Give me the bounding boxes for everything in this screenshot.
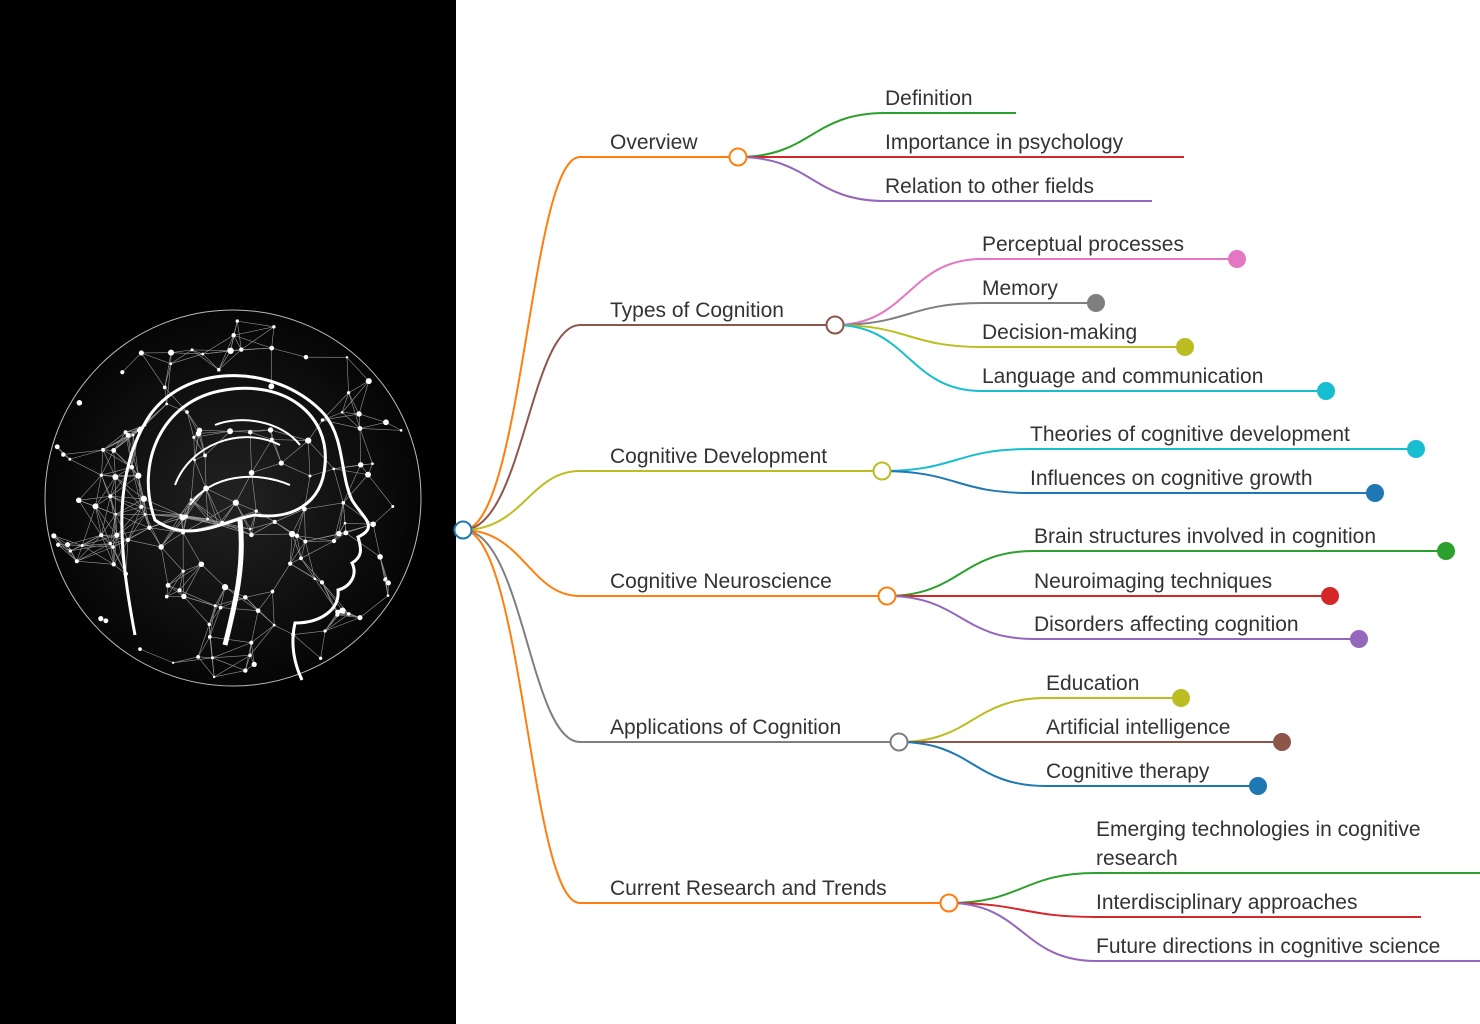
branch-link-0 — [462, 156, 738, 531]
child-label-2-0: Theories of cognitive development — [1030, 423, 1350, 446]
branch-link-1 — [462, 324, 835, 531]
child-label-5-0: Emerging technologies in cognitive — [1096, 818, 1421, 841]
child-label-0-0: Definition — [885, 87, 973, 110]
branch-toggle-0[interactable] — [728, 147, 748, 167]
child-label-1-0: Perceptual processes — [982, 233, 1184, 256]
child-label-1-2: Decision-making — [982, 321, 1137, 344]
child-link-5-0 — [948, 872, 1480, 904]
branch-link-3 — [462, 529, 887, 597]
child-link-1-2 — [834, 324, 1185, 348]
mindmap-links — [462, 112, 1480, 962]
child-link-4-0 — [898, 697, 1181, 743]
branch-label-0: Overview — [610, 131, 698, 154]
child-link-5-1 — [948, 902, 1421, 918]
image-panel — [0, 0, 456, 1024]
child-dot-2-0[interactable] — [1407, 440, 1425, 458]
child-link-1-1 — [834, 302, 1096, 326]
child-label-4-1: Artificial intelligence — [1046, 716, 1230, 739]
branch-label-4: Applications of Cognition — [610, 716, 841, 739]
child-label-3-2: Disorders affecting cognition — [1034, 613, 1299, 636]
branch-toggle-2[interactable] — [872, 461, 892, 481]
child-dot-1-2[interactable] — [1176, 338, 1194, 356]
child-dot-4-1[interactable] — [1273, 733, 1291, 751]
branch-toggle-4[interactable] — [889, 732, 909, 752]
child-link-3-0 — [886, 550, 1446, 597]
child-label-5-1: Interdisciplinary approaches — [1096, 891, 1357, 914]
child-dot-3-0[interactable] — [1437, 542, 1455, 560]
child-dot-4-2[interactable] — [1249, 777, 1267, 795]
child-label-2-1: Influences on cognitive growth — [1030, 467, 1313, 490]
child-label-5-0: research — [1096, 847, 1178, 870]
brain-network-head-icon — [44, 309, 422, 687]
child-label-0-1: Importance in psychology — [885, 131, 1124, 154]
child-dot-1-3[interactable] — [1317, 382, 1335, 400]
branch-label-1: Types of Cognition — [610, 299, 784, 322]
child-label-4-0: Education — [1046, 672, 1139, 695]
child-link-2-0 — [881, 448, 1416, 472]
child-link-5-2 — [948, 902, 1480, 962]
child-dot-1-1[interactable] — [1087, 294, 1105, 312]
branch-label-5: Current Research and Trends — [610, 877, 887, 900]
root-node[interactable] — [453, 520, 473, 540]
branch-toggle-3[interactable] — [877, 586, 897, 606]
branch-label-3: Cognitive Neuroscience — [610, 570, 832, 593]
child-dot-3-1[interactable] — [1321, 587, 1339, 605]
branch-link-2 — [462, 470, 882, 531]
branch-toggle-5[interactable] — [939, 893, 959, 913]
child-link-0-0 — [737, 112, 1016, 158]
branch-link-5 — [462, 529, 949, 904]
branch-label-2: Cognitive Development — [610, 445, 827, 468]
child-link-2-1 — [881, 470, 1375, 494]
child-label-0-2: Relation to other fields — [885, 175, 1094, 198]
child-dot-1-0[interactable] — [1228, 250, 1246, 268]
child-label-4-2: Cognitive therapy — [1046, 760, 1210, 783]
child-link-0-2 — [737, 156, 1152, 202]
child-dot-3-2[interactable] — [1350, 630, 1368, 648]
branch-toggle-1[interactable] — [825, 315, 845, 335]
child-label-1-1: Memory — [982, 277, 1058, 300]
child-dot-4-0[interactable] — [1172, 689, 1190, 707]
branch-link-4 — [462, 529, 899, 743]
child-label-3-1: Neuroimaging techniques — [1034, 570, 1272, 593]
child-label-1-3: Language and communication — [982, 365, 1263, 388]
child-label-5-2: Future directions in cognitive science — [1096, 935, 1440, 958]
child-dot-2-1[interactable] — [1366, 484, 1384, 502]
child-link-1-0 — [834, 258, 1237, 326]
child-link-1-3 — [834, 324, 1326, 392]
child-link-3-2 — [886, 595, 1359, 640]
child-label-3-0: Brain structures involved in cognition — [1034, 525, 1376, 548]
child-link-4-2 — [898, 741, 1258, 787]
